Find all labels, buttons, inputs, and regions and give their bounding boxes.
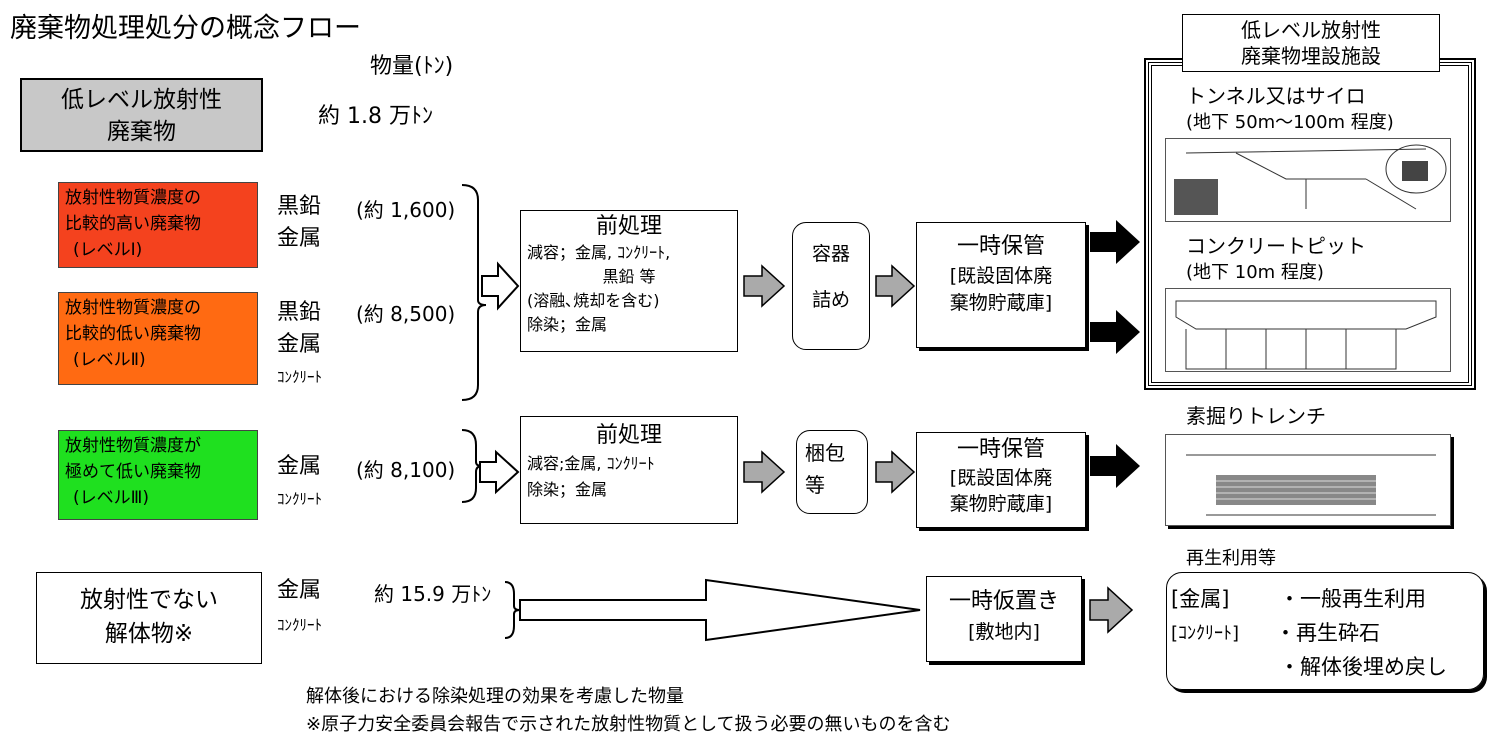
- storage2-line1: 一時保管: [956, 437, 1045, 462]
- level2-line3: (レベルⅡ): [73, 350, 146, 370]
- disposal-facility-title: 低レベル放射性 廃棄物埋設施設: [1182, 14, 1440, 72]
- non-radioactive-line2: 解体物※: [104, 621, 194, 647]
- level3-line3: (レベルⅢ): [73, 488, 149, 508]
- storage1-line3: 棄物貯蔵庫]: [949, 292, 1053, 314]
- page-title: 廃棄物処理処分の概念フロー: [10, 13, 361, 44]
- reuse-row3-use: ・解体後埋め戻し: [1279, 655, 1447, 679]
- packing-line2: 等: [805, 473, 825, 497]
- reuse-row1-category: [金属]: [1171, 587, 1230, 611]
- pretreatment1-title: 前処理: [595, 214, 662, 239]
- level3-line2: 極めて低い廃棄物: [65, 462, 201, 482]
- container-packing-box: 容器 詰め: [792, 222, 870, 350]
- level2-line2: 比較的低い廃棄物: [65, 324, 201, 344]
- gray-arrow-4: [875, 450, 916, 494]
- concrete-pit-label: コンクリートピット: [1186, 234, 1366, 258]
- level3-material-1: 金属: [277, 454, 322, 479]
- tunnel-silo-label: トンネル又はサイロ: [1186, 84, 1366, 108]
- gray-arrow-1: [743, 264, 786, 308]
- container-line1: 容器: [811, 243, 850, 265]
- container-line2: 詰め: [811, 289, 850, 311]
- level2-line1: 放射性物質濃度の: [65, 298, 201, 318]
- non-radioactive-line1: 放射性でない: [80, 587, 218, 613]
- temporary-placement-box: 一時仮置き [敷地内]: [926, 576, 1082, 662]
- temporary-storage-box-1: 一時保管 [既設固体廃 棄物貯蔵庫]: [916, 222, 1086, 348]
- low-level-label-line1: 低レベル放射性: [61, 87, 222, 113]
- pretreatment1-line4: 除染；金属: [527, 315, 608, 334]
- level1-line3: (レベルⅠ): [73, 240, 143, 260]
- non-radioactive-material-1: 金属: [277, 578, 322, 603]
- packing-line1: 梱包: [805, 441, 845, 465]
- brace-upper: [461, 184, 487, 401]
- pretreatment2-line1: 減容;金属, ｺﾝｸﾘｰﾄ: [527, 454, 655, 473]
- note-1: 解体後における除染処理の効果を考慮した物量: [306, 686, 684, 707]
- level1-line2: 比較的高い廃棄物: [65, 214, 201, 234]
- level3-quantity: (約 8,100): [356, 458, 456, 482]
- reuse-row1-use: ・一般再生利用: [1279, 587, 1426, 611]
- black-arrow-1: [1090, 220, 1140, 264]
- gray-arrow-3: [743, 450, 786, 494]
- reuse-row2-use: ・再生砕石: [1275, 621, 1380, 645]
- level1-material-1: 黒鉛: [277, 194, 322, 219]
- pretreatment-box-1: 前処理 減容；金属, ｺﾝｸﾘｰﾄ, 黒鉛 等 (溶融､焼却を含む) 除染；金属: [520, 210, 738, 352]
- level1-box: 放射性物質濃度の 比較的高い廃棄物 (レベルⅠ): [58, 182, 258, 268]
- brace-nonrad: [504, 581, 521, 639]
- level3-material-2: ｺﾝｸﾘｰﾄ: [277, 490, 323, 508]
- pretreatment2-title: 前処理: [595, 423, 662, 448]
- storage2-line3: 棄物貯蔵庫]: [949, 493, 1053, 515]
- trench-illustration: [1165, 434, 1451, 526]
- pretreatment-box-2: 前処理 減容;金属, ｺﾝｸﾘｰﾄ 除染；金属: [520, 416, 738, 524]
- tunnel-silo-illustration: [1165, 138, 1451, 222]
- storage1-line1: 一時保管: [956, 234, 1045, 259]
- tunnel-silo-depth: (地下 50m～100m 程度): [1186, 112, 1394, 133]
- storage2-line2: [既設固体廃: [949, 467, 1053, 489]
- gray-arrow-5: [1089, 586, 1134, 634]
- temporary-storage-box-2: 一時保管 [既設固体廃 棄物貯蔵庫]: [916, 432, 1086, 528]
- low-level-label-line2: 廃棄物: [107, 119, 176, 145]
- level2-material-1: 黒鉛: [277, 300, 322, 325]
- hollow-arrow-2: [479, 449, 520, 495]
- reuse-row2-category: [ｺﾝｸﾘｰﾄ]: [1171, 623, 1240, 644]
- reuse-box: [金属] ・一般再生利用 [ｺﾝｸﾘｰﾄ] ・再生砕石 ・解体後埋め戻し: [1166, 572, 1484, 690]
- gray-arrow-2: [875, 264, 916, 308]
- level3-line1: 放射性物質濃度が: [65, 436, 201, 456]
- hollow-arrow-1: [481, 261, 520, 311]
- pretreatment1-line1: 減容；金属, ｺﾝｸﾘｰﾄ,: [527, 243, 671, 262]
- level1-line1: 放射性物質濃度の: [65, 188, 201, 208]
- facility-title-line1: 低レベル放射性: [1241, 18, 1381, 42]
- packing-box: 梱包 等: [796, 430, 868, 514]
- low-level-quantity: 約 1.8 万ﾄﾝ: [318, 104, 433, 129]
- storage1-line2: [既設固体廃: [949, 265, 1053, 287]
- concrete-pit-illustration: [1165, 288, 1451, 372]
- trench-label: 素掘りトレンチ: [1186, 404, 1326, 428]
- pretreatment2-line2: 除染；金属: [527, 480, 608, 499]
- long-wedge-arrow: [519, 578, 921, 642]
- reuse-header: 再生利用等: [1186, 548, 1276, 569]
- non-radioactive-box: 放射性でない 解体物※: [36, 572, 262, 664]
- temp-place-line2: [敷地内]: [968, 621, 1040, 643]
- temp-place-line1: 一時仮置き: [948, 589, 1059, 614]
- level3-box: 放射性物質濃度が 極めて低い廃棄物 (レベルⅢ): [58, 430, 258, 520]
- note-2: ※原子力安全委員会報告で示された放射性物質として扱う必要の無いものを含む: [306, 714, 951, 735]
- level2-box: 放射性物質濃度の 比較的低い廃棄物 (レベルⅡ): [58, 292, 258, 385]
- black-arrow-3: [1090, 444, 1140, 488]
- non-radioactive-material-2: ｺﾝｸﾘｰﾄ: [277, 616, 323, 634]
- level2-quantity: (約 8,500): [356, 302, 456, 326]
- pretreatment1-line2: 黒鉛 等: [602, 267, 656, 286]
- black-arrow-2: [1090, 310, 1140, 354]
- quantity-header: 物量(ﾄﾝ): [370, 54, 454, 79]
- low-level-waste-box: 低レベル放射性 廃棄物: [20, 78, 263, 152]
- level1-quantity: (約 1,600): [356, 198, 456, 222]
- facility-title-line2: 廃棄物埋設施設: [1241, 44, 1381, 68]
- pretreatment1-line3: (溶融､焼却を含む): [527, 291, 660, 310]
- level2-material-3: ｺﾝｸﾘｰﾄ: [277, 368, 323, 386]
- level2-material-2: 金属: [277, 332, 322, 357]
- level1-material-2: 金属: [277, 226, 322, 251]
- concrete-pit-depth: (地下 10m 程度): [1186, 262, 1324, 283]
- non-radioactive-quantity: 約 15.9 万ﾄﾝ: [374, 582, 492, 606]
